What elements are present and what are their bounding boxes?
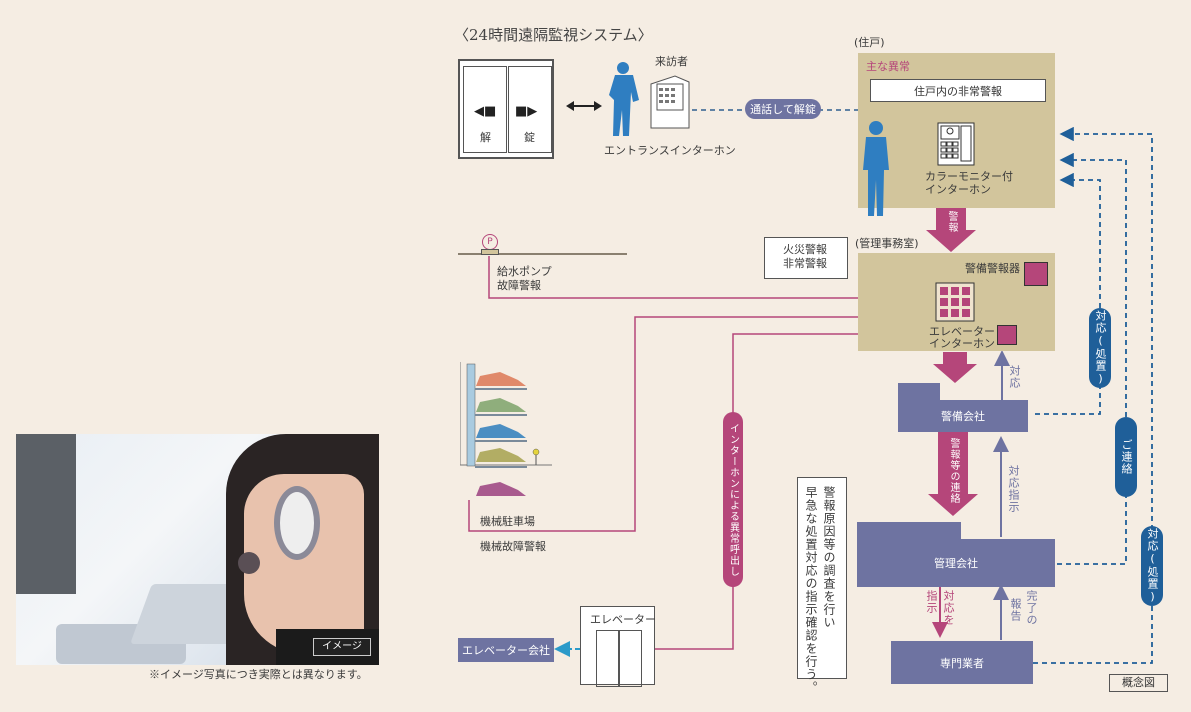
pump-icon: P (482, 234, 498, 250)
response-up-label: 対応 (1008, 365, 1021, 389)
parking-alarm-line (468, 311, 891, 532)
elevator-label: エレベーター (590, 613, 656, 626)
photo-caption: ※イメージ写真につき実際とは異なります。 (149, 668, 368, 681)
pump-base (481, 249, 499, 255)
elevator-intercom-device-icon (997, 325, 1017, 345)
visitor-label: 来訪者 (655, 55, 688, 68)
elevator-intercom-line1: エレベーター (929, 325, 995, 338)
main-anomaly-label: 主な異常 (866, 60, 910, 73)
security-company-tab (898, 383, 940, 401)
resident-icon (863, 121, 889, 216)
report-up-label-2: 報告 (1009, 598, 1022, 622)
security-alarm-label: 警備警報器 (965, 262, 1020, 275)
entrance-intercom-icon (650, 75, 690, 129)
elevator-call-line (655, 328, 891, 650)
report-up-label-1: 完了の (1025, 590, 1038, 626)
office-callout: 火災警報 非常警報 (764, 237, 848, 279)
parking-car-5 (476, 482, 526, 496)
mechanical-parking-icon (460, 362, 552, 468)
instruction-up-label: 対応指示 (1007, 465, 1020, 513)
callout-line2: 早急な処置対応の指示確認を行う。 (804, 486, 818, 694)
fire-panel-icon (935, 282, 975, 322)
management-callout: 警報原因等の調査を行い 早急な処置対応の指示確認を行う。 (797, 477, 847, 694)
security-company-box: 警備会社 (898, 400, 1028, 432)
management-company-box: 管理会社 (857, 539, 1055, 587)
management-company-tab (857, 522, 961, 542)
arrow-right-icon: ■▶ (515, 104, 538, 119)
color-monitor-intercom-icon (937, 122, 975, 166)
alarm-arrow-label: 警報 (946, 211, 957, 233)
specialist-box: 専門業者 (891, 641, 1033, 684)
entrance-intercom-label: エントランスインターホン (604, 144, 736, 157)
door-lock-label: 錠 (524, 131, 535, 144)
page-title: 〈24時間遠隔監視システム〉 (454, 26, 653, 44)
auto-door: ◀■ ■▶ 解 錠 (458, 59, 554, 159)
parking-fault-label: 機械故障警報 (480, 540, 546, 553)
arrow-left-icon: ◀■ (474, 104, 497, 119)
response-pill-2: 対応(処置) (1141, 526, 1163, 606)
pump-label-line1: 給水ポンプ (497, 265, 552, 278)
unlock-pill: 通話して解錠 (745, 99, 821, 119)
elevator-company-box: エレベーター会社 (458, 638, 554, 662)
elevator-intercom-line2: インターホン (929, 337, 995, 350)
pump-alarm-line (488, 256, 891, 304)
parking-label: 機械駐車場 (480, 515, 535, 528)
response-pill-1: 対応(処置) (1089, 308, 1111, 388)
visitor-icon (609, 62, 639, 136)
door-unlock-label: 解 (480, 131, 491, 144)
image-badge: イメージ (313, 638, 371, 656)
residence-alarm-text: 住戸内の非常警報 (914, 84, 1002, 98)
concept-label: 概念図 (1109, 674, 1168, 692)
alarm-big-arrow (926, 208, 976, 252)
security-response-line (1035, 172, 1101, 415)
intercom-label-line2: インターホン (925, 183, 991, 196)
residence-header: (住戸) (854, 36, 885, 49)
office-header: (管理事務室) (855, 237, 919, 250)
operator-photo: イメージ (16, 434, 379, 665)
intercom-label-line1: カラーモニター付 (925, 170, 1013, 183)
callout-fire-alarm: 火災警報 (783, 243, 827, 256)
management-contact-line (1057, 152, 1127, 565)
instruct-down-label-2: 指示 (925, 590, 938, 614)
contact-big-arrow (928, 432, 978, 516)
contact-arrow-label: 警報等の連絡 (948, 438, 959, 504)
instruct-down-label-1: 対応を (942, 590, 955, 626)
elevator-box: エレベーター (580, 606, 656, 687)
pump-label-line2: 故障警報 (497, 279, 541, 292)
callout-line1: 警報原因等の調査を行い (822, 486, 836, 629)
office-security-big-arrow (933, 352, 977, 383)
callout-emergency-alarm: 非常警報 (783, 257, 827, 270)
security-alarm-device-icon (1024, 262, 1048, 286)
contact-pill: ご連絡 (1115, 417, 1137, 497)
residence-alarm-box: 住戸内の非常警報 (870, 79, 1046, 102)
intercom-call-pill: インターホンによる異常呼出し (723, 412, 743, 587)
